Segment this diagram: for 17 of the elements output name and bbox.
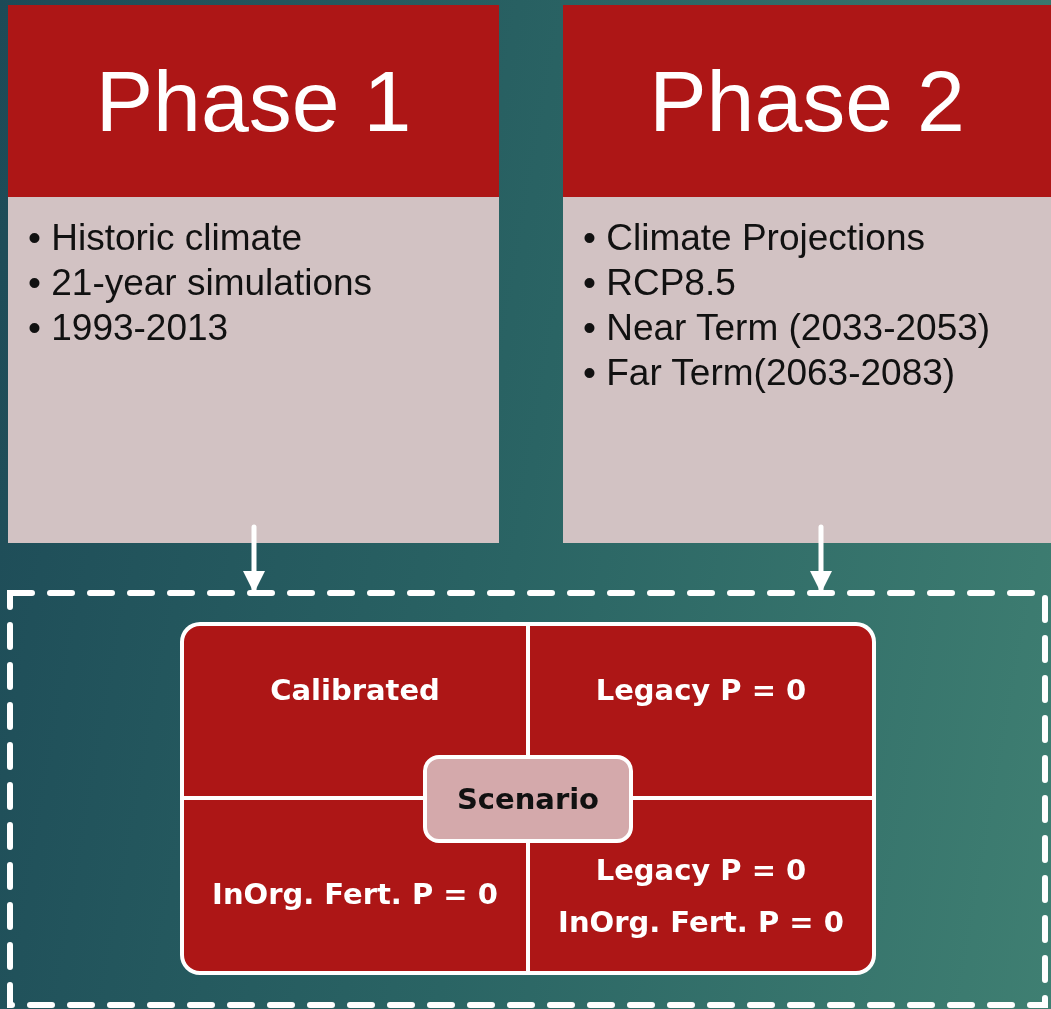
bullet-item: • Historic climate [28,216,304,260]
bullet-item: • RCP8.5 [583,261,737,306]
phase-details-box [8,197,499,543]
scenario-label: InOrg. Fert. P = 0 [212,876,498,913]
scenario-label: Calibrated [270,672,440,709]
phase-header: Phase 1 [8,5,499,197]
bullet-item: • Far Term(2063-2083) [583,351,957,396]
bullet-item: • Near Term (2033-2053) [583,306,992,351]
phase-header: Phase 2 [563,5,1051,197]
bullet-item: • 1993-2013 [28,306,230,351]
bullet-item: • Climate Projections [583,216,926,260]
scenario-center-box: Scenario [423,755,633,843]
scenario-label: InOrg. Fert. P = 0 [558,904,844,942]
bullet-item: • 21-year simulations [28,261,374,306]
phase-details-box [563,197,1051,543]
scenario-label: Legacy P = 0 [595,852,807,889]
scenario-label: Legacy P = 0 [595,672,807,709]
